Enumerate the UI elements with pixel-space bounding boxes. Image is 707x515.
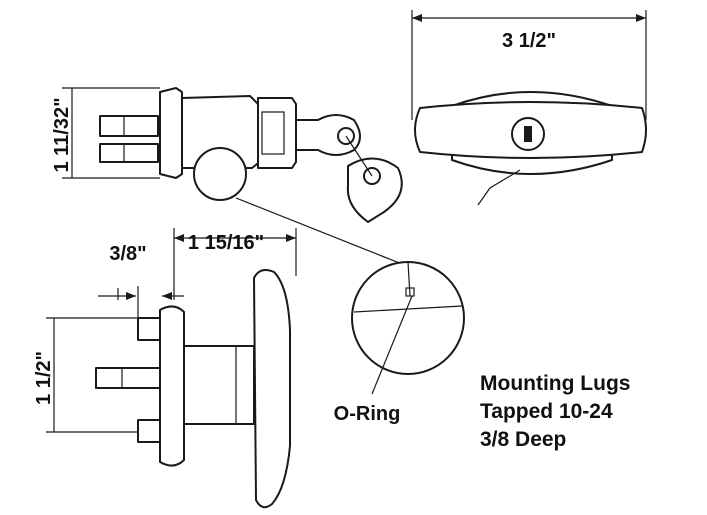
front-view-handle: 1 15/16" 3/8" 1 1/2" xyxy=(33,228,297,509)
top-view-handle: 3 1/2" xyxy=(411,10,647,206)
note-line-1: Mounting Lugs xyxy=(480,372,630,395)
note-line-2: Tapped 10-24 xyxy=(480,400,613,423)
dim-top-width: 3 1/2" xyxy=(502,30,556,52)
o-ring-detail-circle xyxy=(193,147,247,201)
dim-body-height: 1 11/32" xyxy=(51,97,73,172)
mounting-notes: Mounting Lugs Tapped 10-24 3/8 Deep xyxy=(480,372,630,451)
dim-depth: 1 15/16" xyxy=(188,232,264,254)
side-view-lock: 1 11/32" xyxy=(51,87,403,223)
dim-lug-offset: 3/8" xyxy=(109,243,146,265)
note-line-3: 3/8 Deep xyxy=(480,428,566,451)
dim-lug-spacing: 1 1/2" xyxy=(33,351,55,405)
o-ring-callout: O-Ring xyxy=(334,403,401,425)
o-ring-enlarged-view: O-Ring xyxy=(235,197,465,425)
